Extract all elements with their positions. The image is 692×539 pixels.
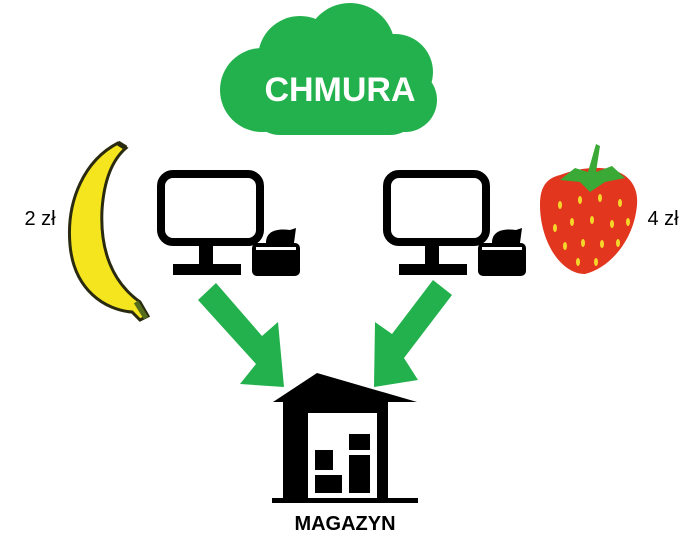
cloud-icon xyxy=(220,3,437,135)
cloud-label: CHMURA xyxy=(264,71,415,109)
right-arrow-icon xyxy=(374,280,452,387)
right-pos-terminal-icon xyxy=(383,170,526,276)
left-pos-terminal-icon xyxy=(157,170,300,276)
banana-price: 2 zł xyxy=(24,208,56,230)
warehouse-label: MAGAZYN xyxy=(294,513,395,535)
warehouse-icon xyxy=(272,373,418,503)
left-arrow-icon xyxy=(198,283,284,387)
banana-icon xyxy=(67,140,151,322)
strawberry-price: 4 zł xyxy=(647,208,679,230)
strawberry-icon xyxy=(540,144,638,274)
